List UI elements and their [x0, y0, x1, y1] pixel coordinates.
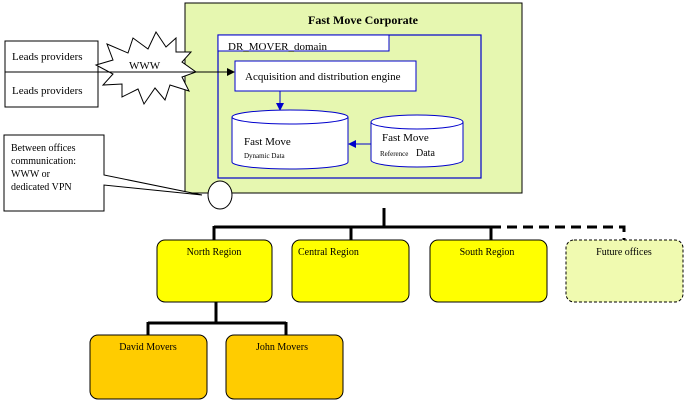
- john-movers-box: [225, 334, 344, 400]
- callout-line-4: dedicated VPN: [11, 182, 72, 193]
- engine-box: [234, 60, 417, 92]
- communication-callout: [3, 134, 203, 212]
- future-offices-connector: [491, 225, 626, 241]
- region-connectors: [146, 208, 493, 336]
- central-region-label: Central Region: [298, 247, 359, 258]
- domain-label-box: [217, 34, 390, 52]
- engine-label: Acquisition and distribution engine: [245, 71, 401, 83]
- leads-provider-box-1: [4, 40, 99, 73]
- corporate-title: Fast Move Corporate: [308, 13, 419, 27]
- leads-provider-label-1: Leads providers: [12, 51, 83, 63]
- john-movers-label: John Movers: [256, 342, 308, 353]
- callout-line-2: communication:: [11, 156, 76, 167]
- callout-line-1: Between offices: [11, 143, 76, 154]
- david-movers-box: [89, 334, 208, 400]
- leads-provider-label-2: Leads providers: [12, 85, 83, 97]
- www-label: WWW: [129, 60, 161, 72]
- reference-data-cylinder: Fast Move Reference Data: [370, 114, 464, 168]
- south-region-label: South Region: [460, 247, 515, 258]
- future-offices-label: Future offices: [596, 247, 652, 258]
- north-region-box: [156, 239, 273, 303]
- reference-data-line2: Reference: [380, 150, 408, 158]
- south-region-box: [429, 239, 548, 303]
- north-region-label: North Region: [187, 247, 242, 258]
- callout-line-3: WWW or: [11, 169, 51, 180]
- www-cloud: [94, 30, 198, 106]
- dynamic-data-line1: Fast Move: [244, 136, 291, 148]
- leads-provider-box-2: [4, 71, 99, 108]
- future-offices-box: [565, 239, 684, 303]
- connection-node: [207, 180, 233, 210]
- david-movers-label: David Movers: [119, 342, 177, 353]
- dynamic-data-line2: Dynamic Data: [244, 152, 286, 160]
- dynamic-data-cylinder: Fast Move Dynamic Data: [231, 109, 349, 170]
- reference-data-line1: Fast Move: [382, 132, 429, 144]
- reference-data-line3: Data: [416, 148, 435, 159]
- domain-label: DR_MOVER_domain: [228, 41, 328, 53]
- central-region-box: [291, 239, 410, 303]
